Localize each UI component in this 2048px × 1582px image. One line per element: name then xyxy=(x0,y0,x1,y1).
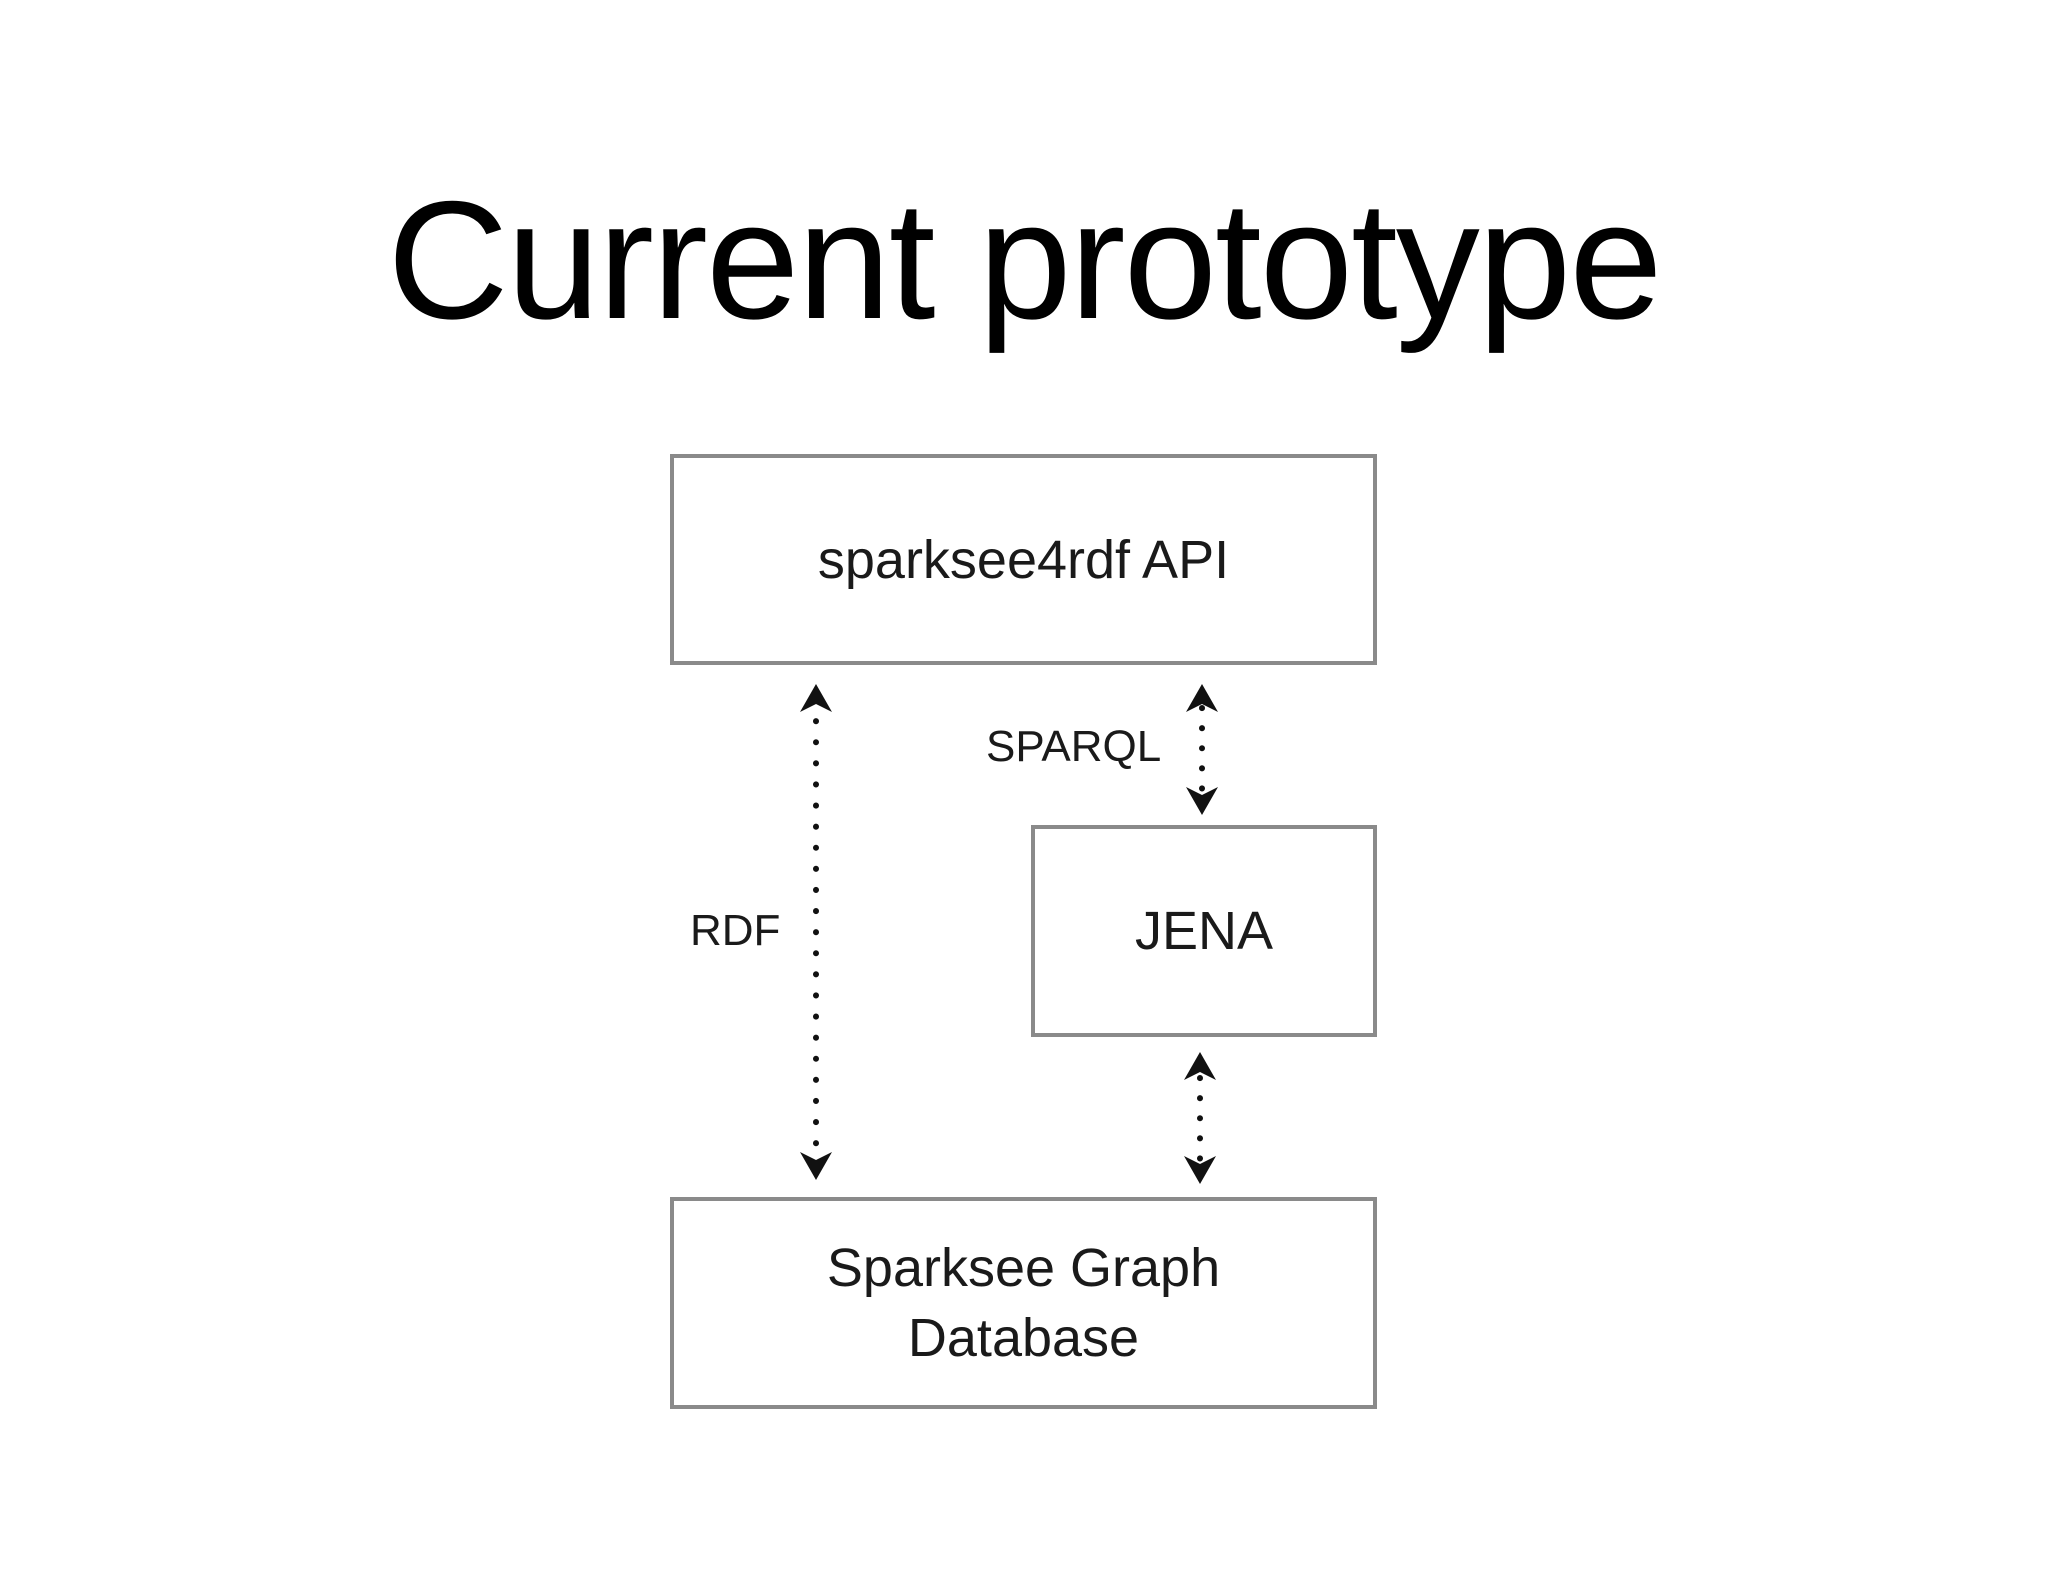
node-label-line: Database xyxy=(907,1308,1140,1368)
arrowhead-down-icon xyxy=(1186,787,1218,815)
node-label: JENA xyxy=(1134,901,1274,961)
arrowhead-down-icon xyxy=(800,1152,832,1180)
node-sparksee4rdf-api: sparksee4rdf API xyxy=(670,454,1377,665)
arrowhead-up-icon xyxy=(800,684,832,712)
arrowhead-up-icon xyxy=(1184,1052,1216,1080)
node-label-line: Sparksee Graph xyxy=(826,1238,1221,1298)
node-jena: JENA xyxy=(1031,825,1377,1037)
edge-label-rdf: RDF xyxy=(690,906,781,955)
arrowhead-up-icon xyxy=(1186,684,1218,712)
arrowhead-down-icon xyxy=(1184,1156,1216,1184)
node-label: sparksee4rdf API xyxy=(817,529,1230,590)
node-sparksee-graph-database: Sparksee Graph Database xyxy=(670,1197,1377,1409)
edge-sparql xyxy=(1186,684,1218,815)
edge-rdf xyxy=(800,684,832,1180)
slide-title: Current prototype xyxy=(387,166,1662,354)
node-label: Sparksee Graph Database xyxy=(827,1233,1220,1373)
edge-jena-db xyxy=(1184,1052,1216,1184)
edge-label-sparql: SPARQL xyxy=(986,722,1162,771)
